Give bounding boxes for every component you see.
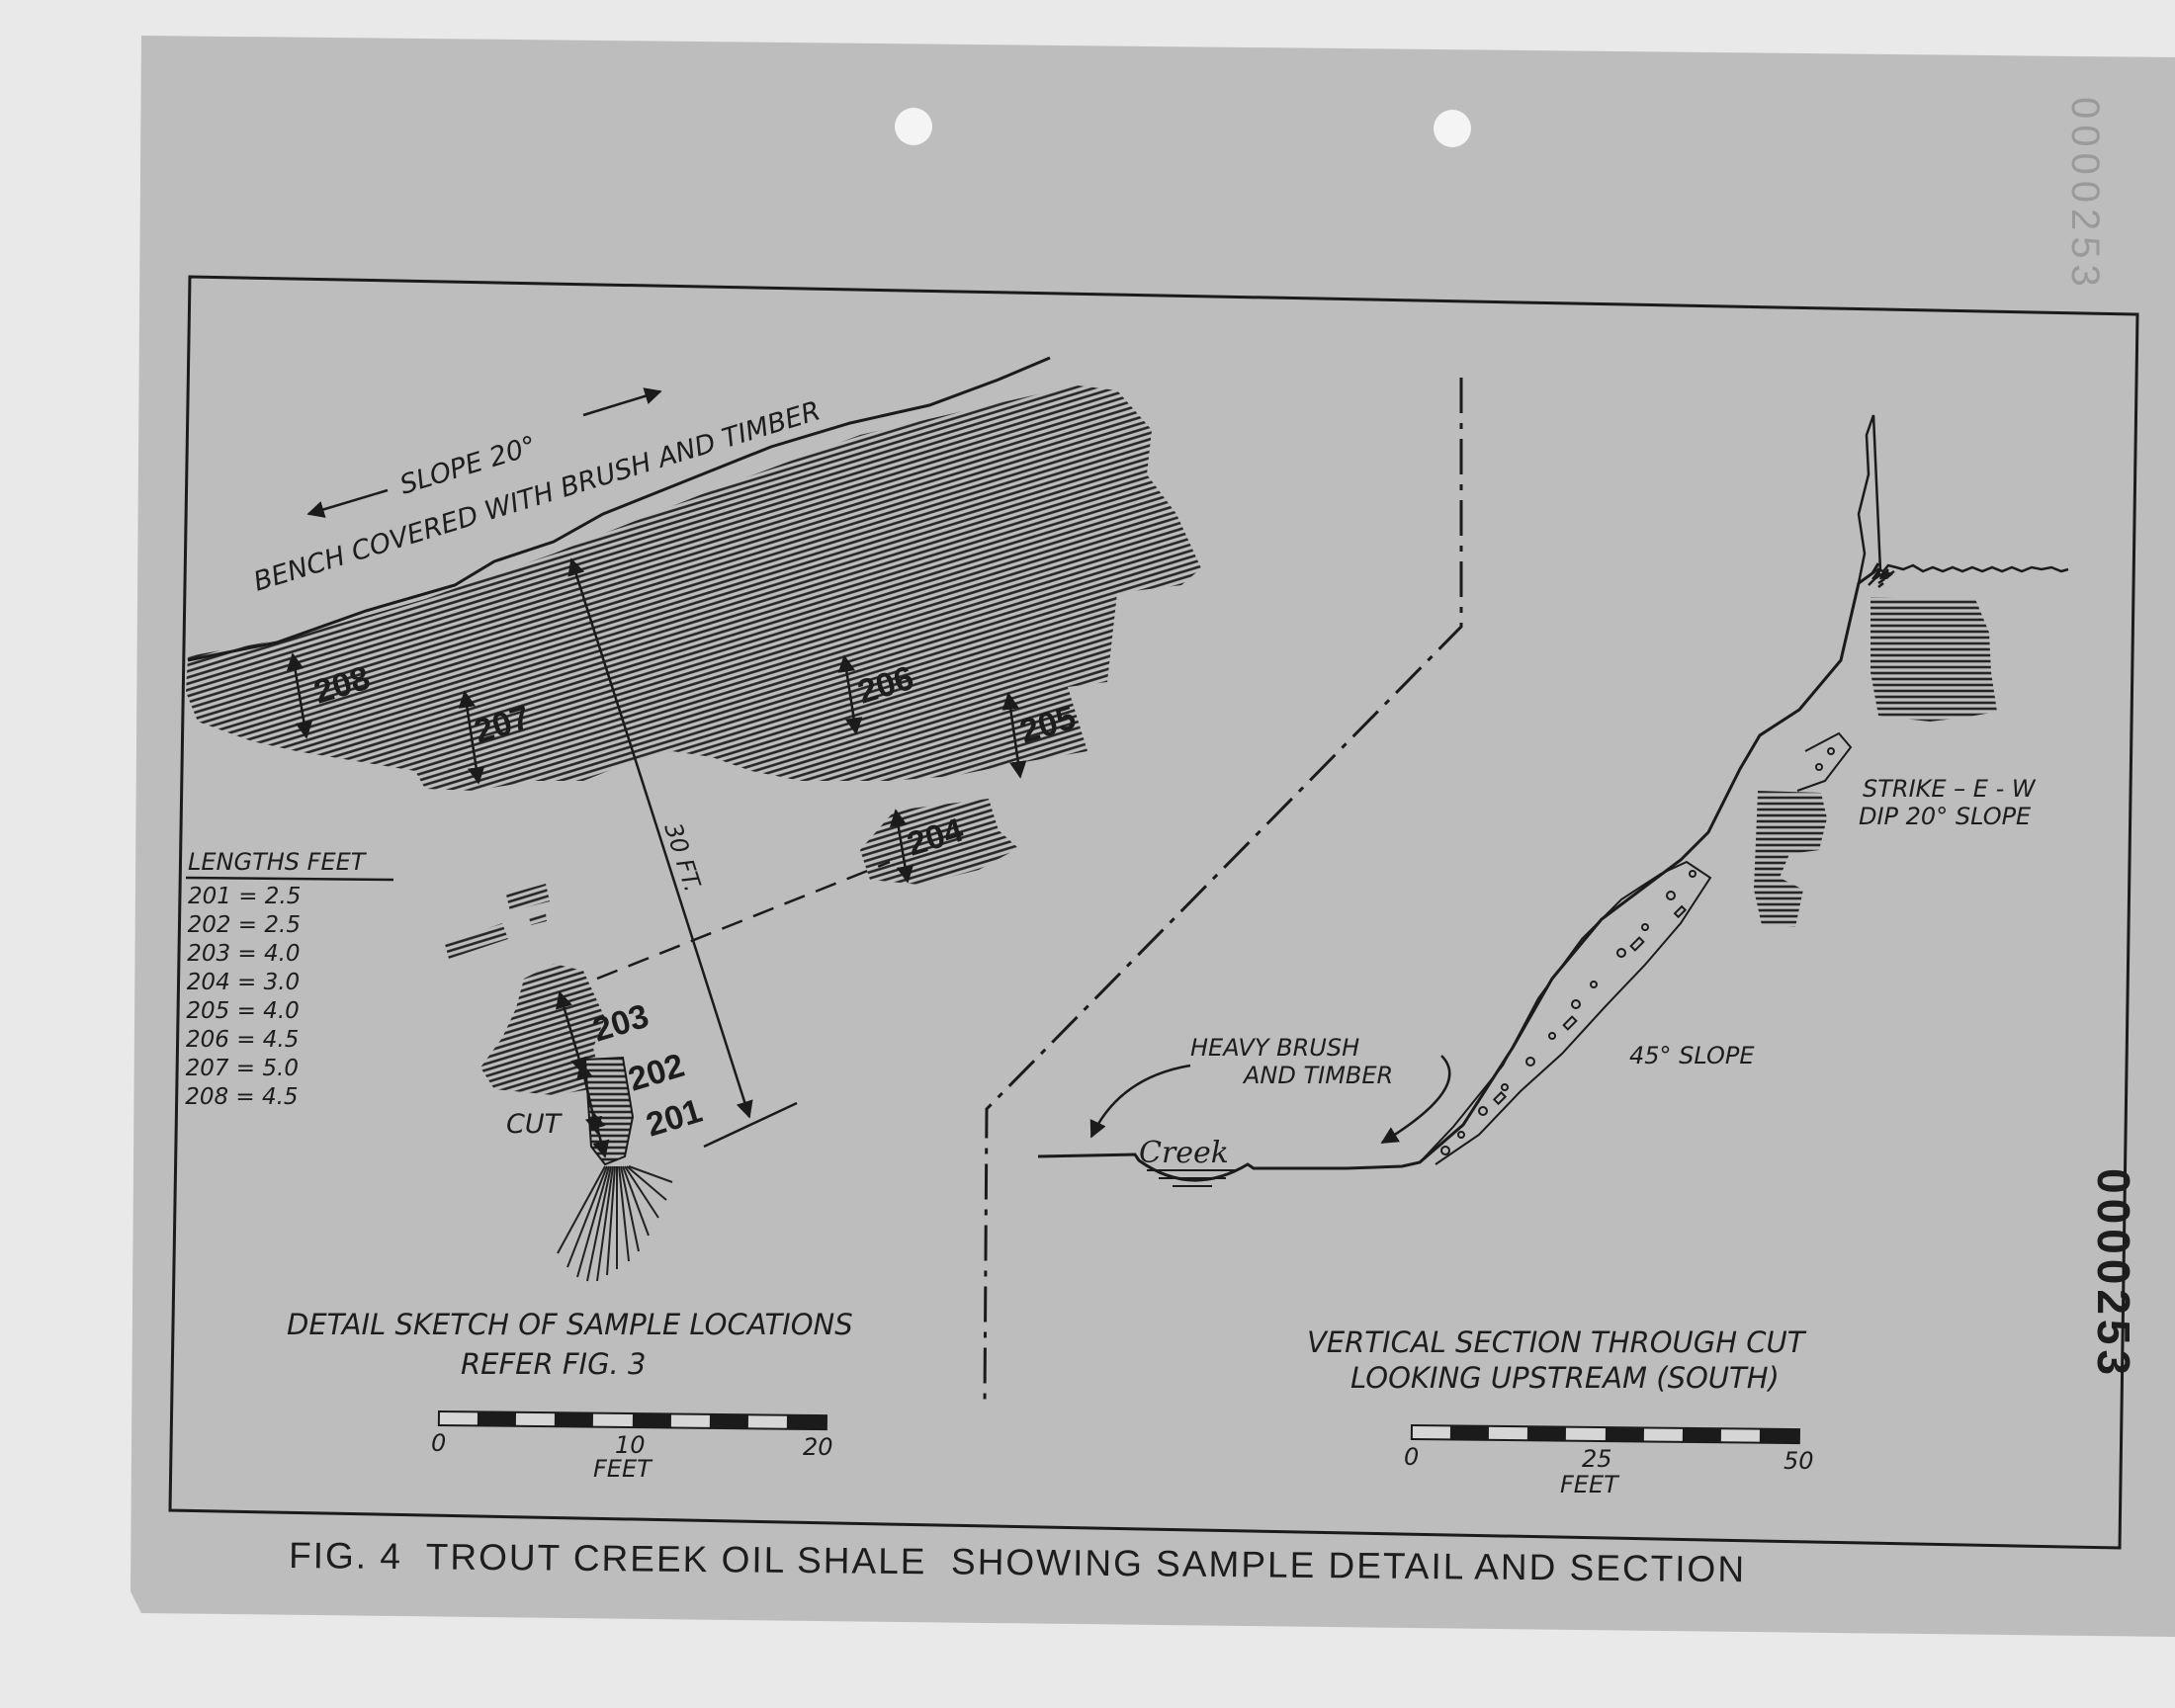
length-row-201: 201 = 2.5: [188, 884, 301, 909]
creek-label: Creek: [1139, 1136, 1229, 1170]
faint-document-number: 0000253: [2063, 97, 2107, 293]
cliff-outline: [1857, 414, 1882, 584]
panel-divider: [983, 378, 1463, 1407]
sample-203-arrow: [556, 990, 587, 1075]
slope-45-label: 45° SLOPE: [1629, 1042, 1755, 1069]
paper-sheet: [130, 36, 2175, 1637]
cut-label: CUT: [506, 1109, 564, 1140]
section-scale-tick-0: 0: [1404, 1443, 1419, 1471]
strike-label: STRIKE – E - W: [1863, 775, 2037, 803]
section-subtitle: LOOKING UPSTREAM (SOUTH): [1350, 1361, 1780, 1395]
slope-arrow-left: [306, 488, 389, 518]
detail-sketch-subtitle: REFER FIG. 3: [461, 1347, 646, 1381]
section-scale-tick-25: 25: [1582, 1445, 1612, 1473]
sample-205-arrow: [1001, 692, 1027, 779]
lengths-table-title: LENGTHS FEET: [188, 848, 368, 876]
detail-scale-tick-10: 10: [615, 1431, 646, 1459]
punch-hole-right: [1434, 110, 1471, 147]
small-lens: [445, 923, 508, 959]
length-row-202: 202 = 2.5: [188, 912, 301, 938]
document-number: 0000253: [2088, 1168, 2139, 1380]
detail-scale-tick-20: 20: [803, 1433, 833, 1461]
sample-206-arrow: [837, 654, 863, 735]
length-row-206: 206 = 4.5: [186, 1027, 299, 1053]
length-row-207: 207 = 5.0: [186, 1056, 299, 1081]
section-scale-unit: FEET: [1560, 1471, 1620, 1498]
projected-contact-line: [596, 860, 891, 981]
cliff-strata-lower: [1754, 791, 1827, 927]
talus-debris-marks: [1440, 870, 1696, 1155]
detail-sketch: SLOPE 20° BENCH COVERED WITH BRUSH AND T…: [185, 356, 1201, 1483]
brush-label-line1: HEAVY BRUSH: [1190, 1034, 1359, 1062]
cliff-top-rim: [1874, 563, 2069, 576]
brush-arrow-left: [1089, 1064, 1191, 1139]
sample-201-arrow: [588, 1111, 610, 1158]
ground-surface-line: [187, 356, 1051, 662]
cliff-strata-upper: [1870, 597, 1997, 722]
ground-profile: [1037, 562, 1880, 1182]
sample-204-arrow: [889, 809, 914, 884]
detail-scale-unit: FEET: [593, 1455, 653, 1483]
vertical-section: Creek HEAVY BRUSH AND TIMBER 45° SLOPE S…: [1037, 414, 2069, 1498]
section-scale-tick-50: 50: [1784, 1447, 1814, 1475]
detail-scale-bar: [437, 1409, 827, 1431]
creek-water: [1147, 1169, 1236, 1187]
brush-label-line2: AND TIMBER: [1242, 1062, 1393, 1089]
thickness-base-tick: [703, 1101, 798, 1149]
detail-sketch-title: DETAIL SKETCH OF SAMPLE LOCATIONS: [287, 1308, 853, 1341]
section-title: VERTICAL SECTION THROUGH CUT: [1307, 1325, 1807, 1359]
talus-slope: [1419, 860, 1712, 1165]
length-row-204: 204 = 3.0: [187, 970, 300, 995]
brush-arrow-right: [1380, 1055, 1451, 1145]
length-row-203: 203 = 4.0: [187, 941, 300, 967]
dip-label: DIP 20° SLOPE: [1859, 803, 2032, 830]
length-row-208: 208 = 4.5: [185, 1084, 298, 1110]
sample-207-arrow: [458, 690, 485, 785]
small-lens: [529, 913, 547, 925]
length-row-205: 205 = 4.0: [186, 998, 299, 1024]
sample-208-arrow: [286, 652, 313, 739]
lengths-table-rule: [185, 876, 394, 882]
detail-scale-tick-0: 0: [431, 1429, 446, 1457]
figure-border: [168, 275, 2139, 1550]
section-scale-bar: [1410, 1423, 1800, 1445]
punch-hole-left: [895, 108, 932, 145]
upper-talus: [1796, 731, 1853, 792]
slope-arrow-right: [582, 387, 662, 417]
lengths-table: LENGTHS FEET 201 = 2.5 202 = 2.5 203 = 4.0…: [185, 848, 394, 1110]
small-lens: [506, 884, 550, 911]
thickness-dimension-line: [567, 557, 753, 1119]
debris-fan: [557, 1165, 673, 1282]
